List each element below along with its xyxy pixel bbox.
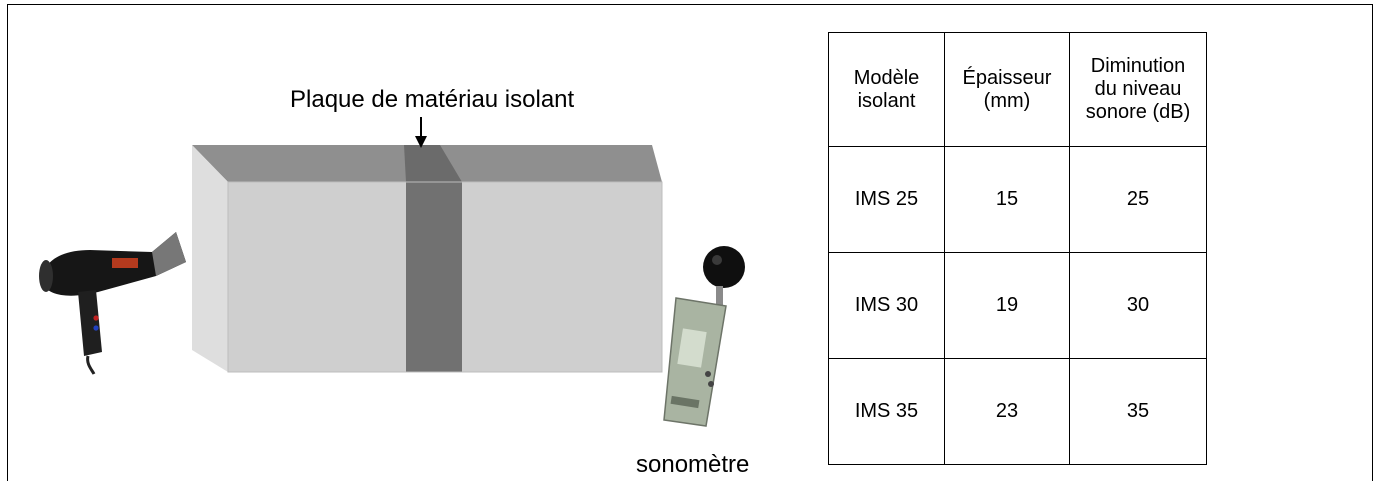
cell-model: IMS 35: [828, 358, 945, 465]
insulated-wall: [192, 145, 663, 373]
table-row: IMS 25 15 25: [828, 146, 1207, 253]
plate-caption: Plaque de matériau isolant: [290, 86, 575, 113]
cell-thickness: 23: [944, 358, 1070, 465]
header-reduction: Diminution du niveau sonore (dB): [1069, 32, 1207, 147]
figure-frame: [7, 4, 1373, 481]
cell-reduction: 35: [1069, 358, 1207, 465]
plate-arrow: [415, 117, 427, 148]
cell-thickness: 15: [944, 146, 1070, 253]
table-row: IMS 35 23 35: [828, 358, 1207, 465]
cell-model: IMS 30: [828, 252, 945, 359]
header-thickness: Épaisseur (mm): [944, 32, 1070, 147]
header-thickness-text: Épaisseur (mm): [962, 66, 1052, 112]
header-model-text: Modèle isolant: [853, 66, 920, 112]
table-header-row: Modèle isolant Épaisseur (mm) Diminution…: [828, 32, 1207, 147]
header-reduction-text: Diminution du niveau sonore (dB): [1085, 55, 1191, 123]
insulation-data-table: Modèle isolant Épaisseur (mm) Diminution…: [828, 32, 1207, 465]
header-model: Modèle isolant: [828, 32, 945, 147]
sound-level-meter-icon: [663, 246, 745, 427]
cell-model: IMS 25: [828, 146, 945, 253]
hair-dryer-icon: [39, 232, 186, 375]
cell-reduction: 30: [1069, 252, 1207, 359]
sound-meter-caption: sonomètre: [636, 451, 750, 478]
table-row: IMS 30 19 30: [828, 252, 1207, 359]
cell-thickness: 19: [944, 252, 1070, 359]
cell-reduction: 25: [1069, 146, 1207, 253]
